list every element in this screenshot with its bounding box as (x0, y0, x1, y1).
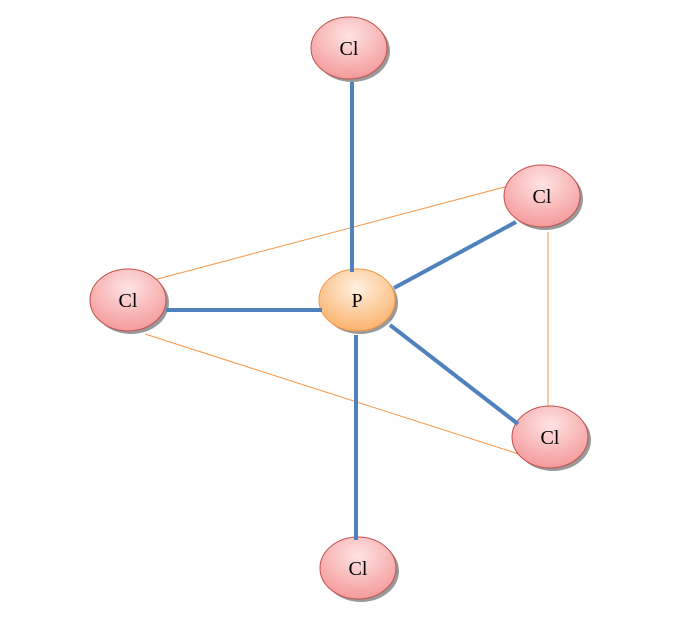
cl-atom-axial-bottom: Cl (319, 536, 399, 602)
equatorial-plane-lines (144, 184, 549, 457)
atom-label: Cl (541, 427, 560, 449)
plane-edge (149, 184, 513, 282)
bond-equatorial-upper-right (393, 220, 517, 290)
atom-label: Cl (533, 186, 552, 208)
cl-atom-equatorial-lower-right: Cl (511, 405, 591, 471)
cl-atom-equatorial-left: Cl (89, 268, 169, 334)
atom-label: Cl (340, 38, 359, 60)
atom-label: P (351, 290, 362, 312)
cl-atom-equatorial-upper-right: Cl (503, 164, 583, 230)
cl-atom-axial-top: Cl (310, 16, 390, 82)
plane-edge (144, 333, 526, 457)
bonds (166, 82, 520, 540)
p-atom: P (318, 268, 398, 334)
bond-equatorial-lower-right (388, 323, 520, 426)
ligand-atoms: Cl Cl Cl Cl Cl (89, 16, 591, 602)
atom-label: Cl (349, 558, 368, 580)
atom-label: Cl (119, 290, 138, 312)
